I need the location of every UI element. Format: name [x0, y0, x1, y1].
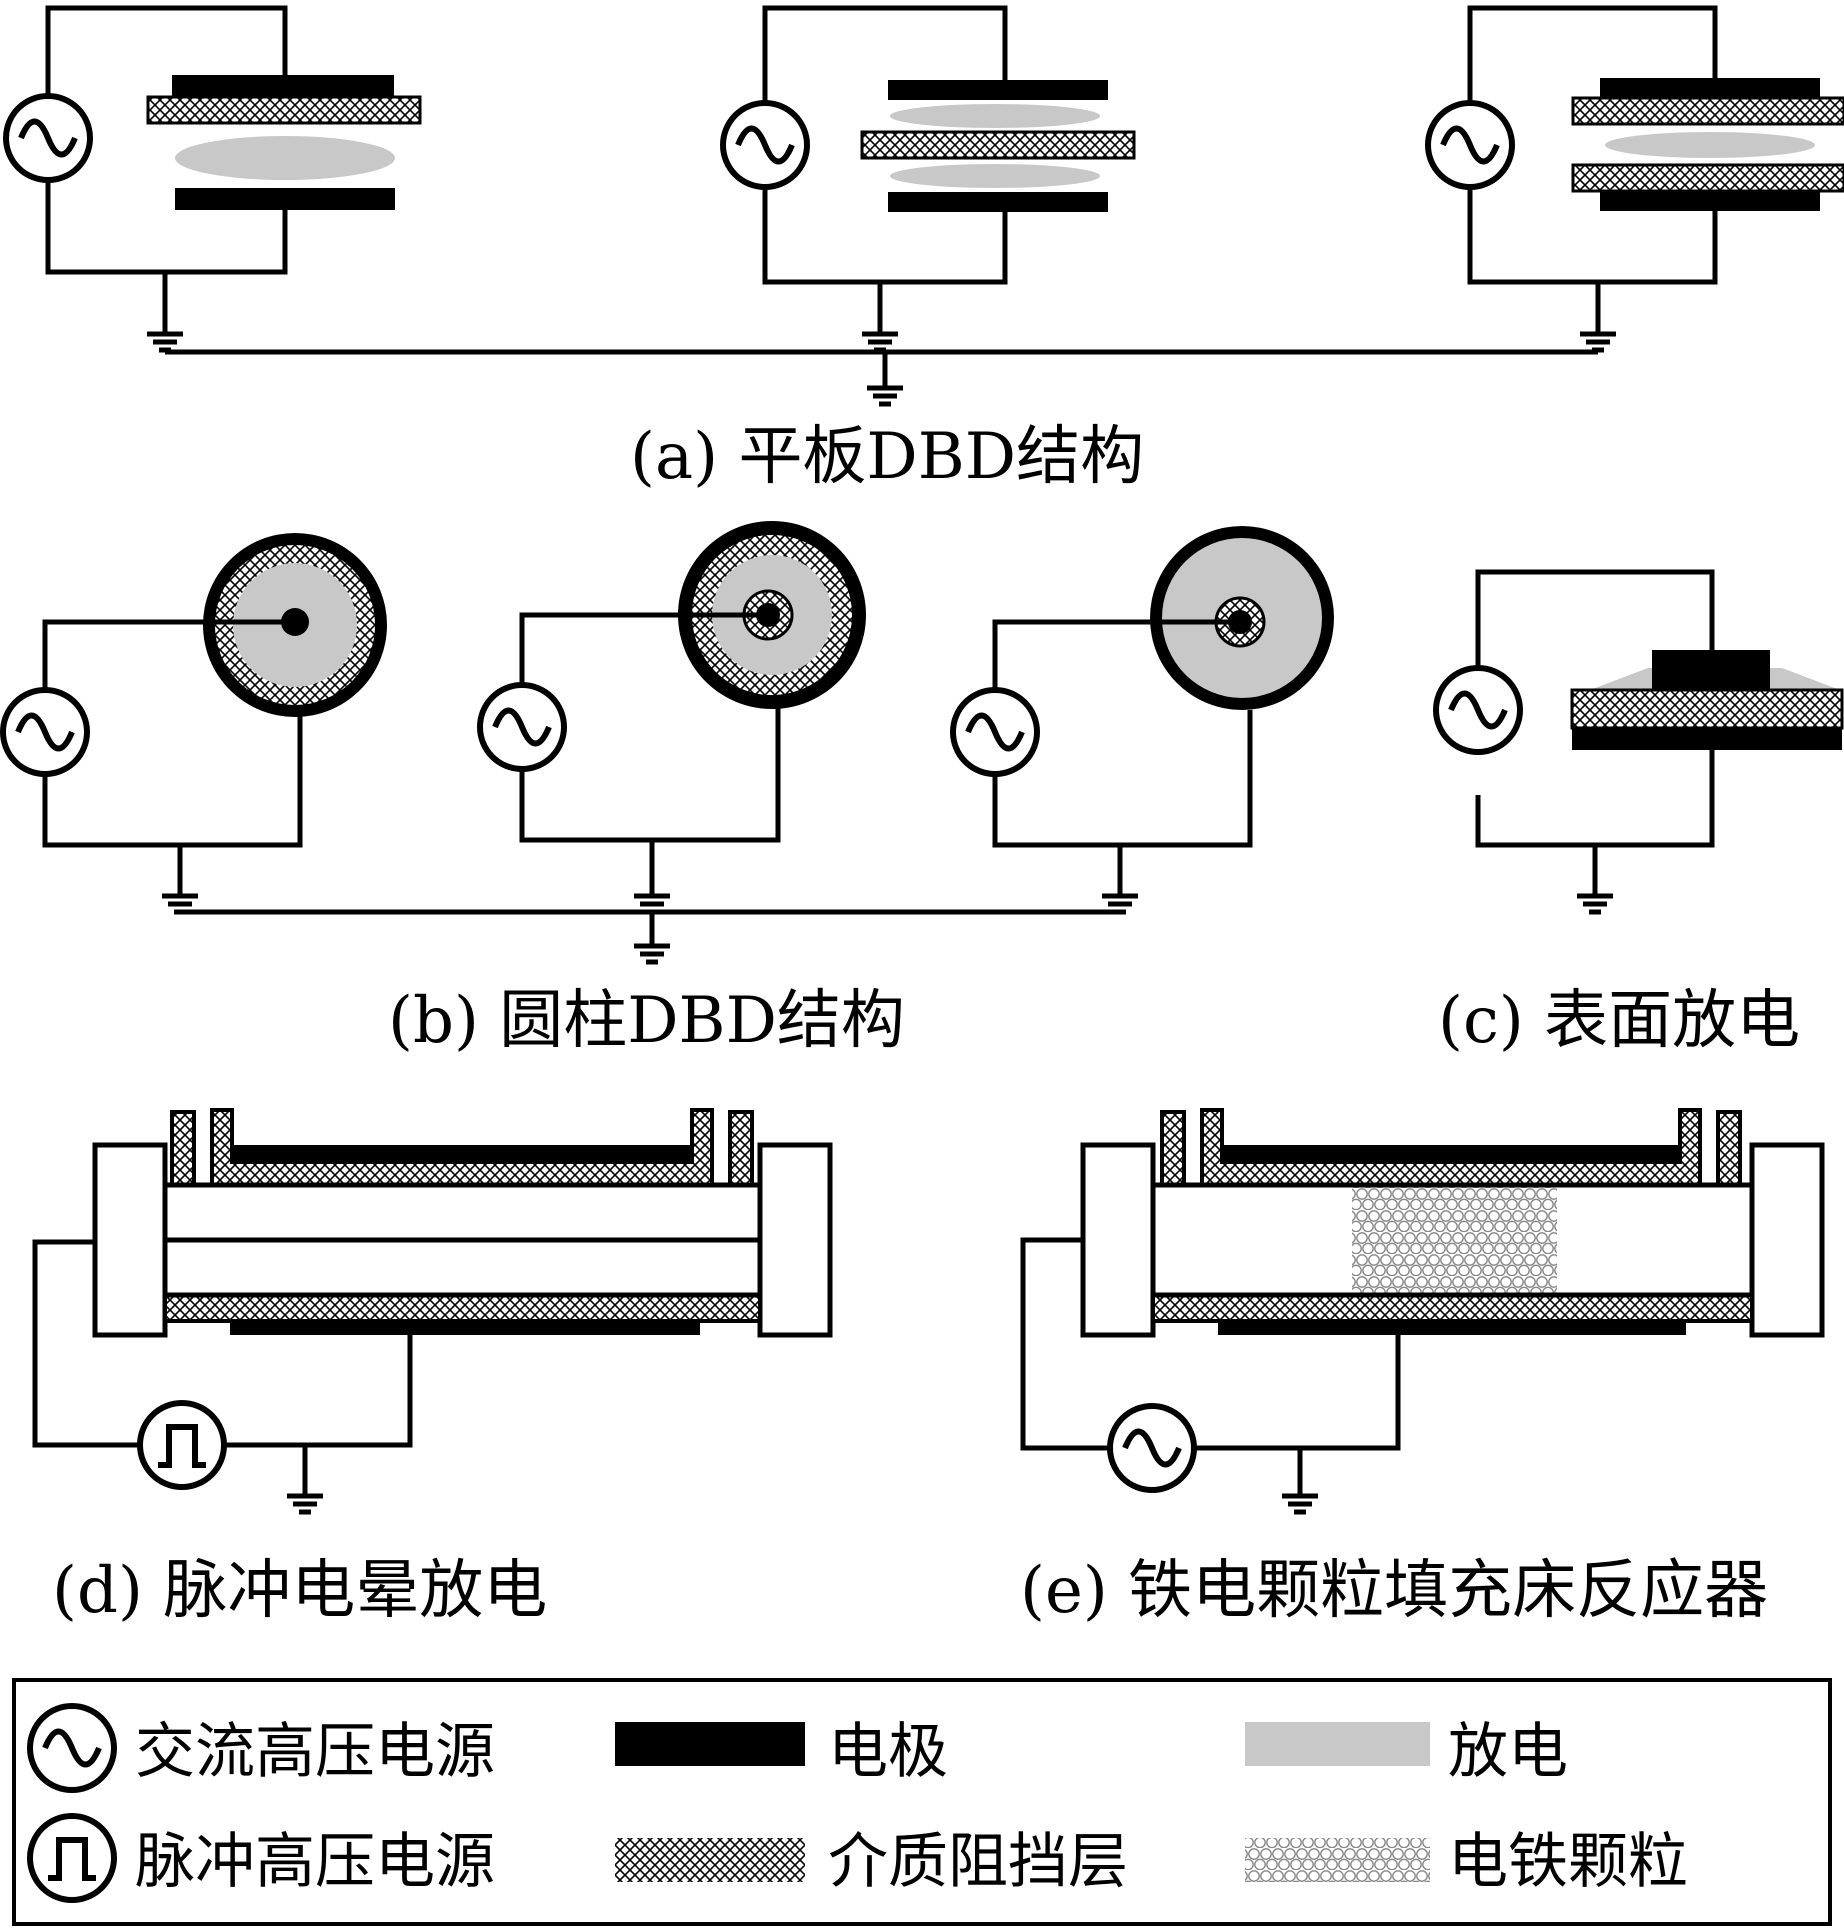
ground-icon	[1577, 870, 1613, 912]
ground-icon	[634, 920, 670, 962]
electrode	[888, 192, 1108, 212]
discharge-zone	[890, 164, 1100, 188]
end-cap-left	[1080, 1142, 1156, 1338]
caption-d: (d) 脉冲电晕放电	[52, 1554, 547, 1628]
ac-source-icon	[953, 690, 1037, 774]
inlet-tube	[1160, 1110, 1186, 1187]
ground-icon	[1282, 1470, 1318, 1512]
ac-circuit	[1020, 1237, 1401, 1488]
dielectric-layer	[1571, 96, 1844, 126]
legend-pulse-source: 脉冲高压电源	[135, 1827, 495, 1897]
ground-icon	[1102, 870, 1138, 912]
legend-electrode-swatch	[615, 1722, 805, 1766]
ac-source-icon	[3, 690, 87, 774]
end-cap-right	[757, 1142, 833, 1338]
panel-c-surface-discharge: (c) 表面放电	[1436, 569, 1844, 1058]
dielectric-layer	[163, 1293, 762, 1323]
panel-d-pulsed-corona: (d) 脉冲电晕放电	[32, 1108, 833, 1628]
panel-e-packed-bed: (e) 铁电颗粒填充床反应器	[1020, 1108, 1825, 1628]
electrode	[1218, 1321, 1686, 1335]
ground-icon	[867, 362, 903, 404]
ground-icon	[1580, 308, 1616, 350]
legend-ferroelectric: 电铁颗粒	[1448, 1827, 1688, 1897]
end-cap-left	[92, 1142, 168, 1338]
panel-a-planar-dbd: (a) 平板DBD结构	[6, 5, 1844, 494]
discharge-zone	[175, 136, 395, 180]
electrode	[888, 80, 1108, 100]
legend-dielectric-swatch	[615, 1838, 805, 1882]
legend: 交流高压电源 脉冲高压电源 电极 介质阻挡层 放电 电铁颗粒	[12, 1678, 1832, 1926]
ac-source-icon	[1428, 103, 1512, 187]
dielectric-layer	[1571, 163, 1844, 193]
discharge-zone	[1605, 132, 1815, 158]
ground-icon	[862, 308, 898, 350]
electrode	[1652, 650, 1770, 690]
ac-source-icon	[480, 685, 564, 769]
ground-icon	[287, 1470, 323, 1512]
ferroelectric-pellets	[1352, 1185, 1557, 1295]
dielectric-layer	[1151, 1293, 1754, 1323]
legend-electrode: 电极	[828, 1717, 948, 1787]
ac-source-icon	[30, 1706, 114, 1790]
legend-discharge: 放电	[1448, 1717, 1568, 1787]
legend-box	[12, 1678, 1832, 1926]
inlet-tube	[170, 1110, 196, 1187]
caption-e: (e) 铁电颗粒填充床反应器	[1020, 1554, 1768, 1628]
legend-ferroelectric-swatch	[1245, 1838, 1430, 1882]
legend-ac-source: 交流高压电源	[135, 1717, 495, 1787]
electrode	[175, 188, 395, 210]
ground-icon	[147, 308, 183, 350]
ac-source-icon	[6, 96, 90, 180]
pulse-source-icon	[30, 1816, 114, 1900]
electrode	[1600, 191, 1820, 211]
panel-b-cylindrical-dbd: (b) 圆柱DBD结构	[3, 521, 1334, 1058]
caption-b: (b) 圆柱DBD结构	[388, 984, 905, 1058]
ac-source-icon	[1110, 1406, 1194, 1490]
electrode	[1600, 78, 1820, 98]
pulse-source-icon	[140, 1403, 224, 1487]
electrode	[230, 1321, 700, 1335]
caption-c: (c) 表面放电	[1438, 984, 1800, 1058]
dielectric-layer	[146, 95, 422, 125]
discharge-zone	[890, 104, 1100, 128]
legend-dielectric: 介质阻挡层	[828, 1827, 1128, 1897]
caption-a: (a) 平板DBD结构	[630, 420, 1144, 494]
ground-icon	[634, 870, 670, 912]
ac-source-icon	[723, 103, 807, 187]
legend-discharge-swatch	[1245, 1722, 1430, 1766]
dielectric-layer	[1570, 688, 1844, 730]
electrode	[1222, 1145, 1680, 1162]
dielectric-layer	[860, 130, 1136, 160]
electrode	[1572, 728, 1842, 750]
end-cap-right	[1749, 1142, 1825, 1338]
outlet-tube	[1716, 1110, 1742, 1187]
electrode	[232, 1145, 692, 1162]
electrode	[172, 75, 394, 97]
outlet-tube	[728, 1110, 754, 1187]
ac-source-icon	[1436, 668, 1520, 752]
ground-icon	[162, 870, 198, 912]
